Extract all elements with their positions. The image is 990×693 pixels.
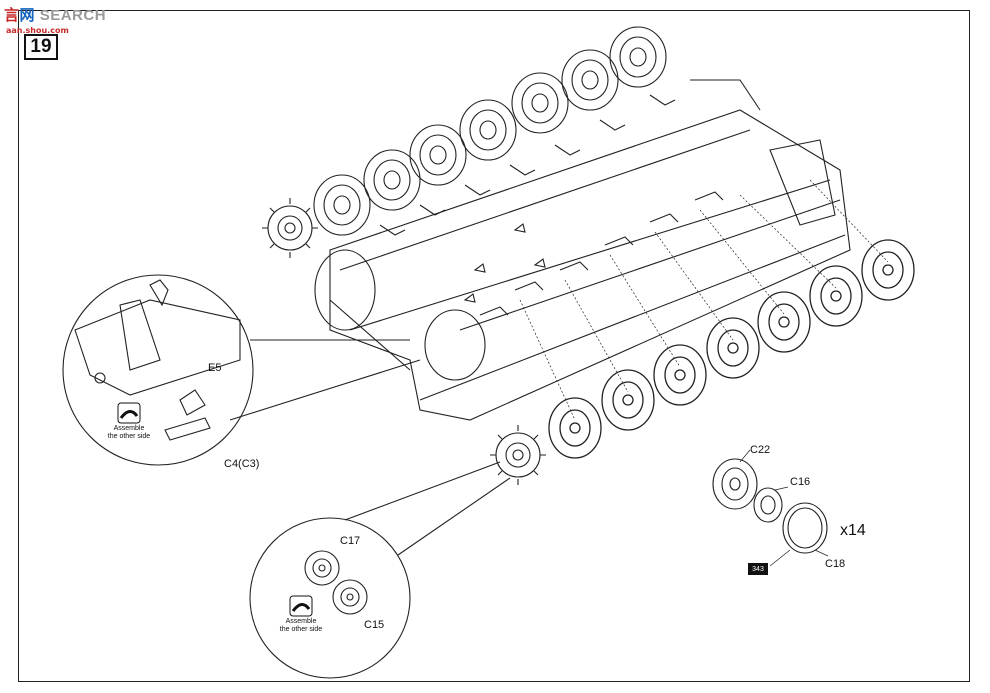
hull-front-curve (314, 249, 376, 331)
label-c18: C18 (825, 558, 846, 570)
far-side-road-wheels (313, 26, 667, 236)
callout-circle-left (62, 274, 254, 466)
callout-sprocket-c17 (304, 550, 340, 586)
callout-sprocket-c15 (332, 579, 368, 615)
callout-circle-bottom (249, 517, 411, 679)
label-c17: C17 (340, 535, 361, 547)
exploded-tire-c18 (782, 502, 828, 554)
note-assemble-other-side-bottom: Assemble the other side (279, 618, 323, 633)
label-c4-c3: C4(C3) (224, 458, 260, 470)
instruction-frame (18, 10, 970, 682)
part-number-badge: 343 (748, 563, 768, 575)
lower-drive-sprocket (490, 425, 546, 485)
watermark-url: aan.shou.com (6, 26, 69, 35)
assemble-other-side-icon-left (117, 402, 141, 424)
quantity-multiplier: x14 (840, 522, 866, 539)
label-c15: C15 (364, 619, 385, 631)
step-number-badge: 19 (24, 34, 58, 60)
watermark: 言网 SEARCH (4, 6, 107, 24)
near-side-road-wheels (548, 239, 915, 459)
assemble-other-side-icon-bottom (289, 595, 313, 617)
exploded-hub-c16 (753, 487, 783, 523)
label-c16: C16 (790, 476, 811, 488)
upper-drive-sprocket (262, 198, 318, 258)
label-e5: E5 (208, 362, 222, 374)
far-side-suspension-arms (379, 94, 676, 236)
exploded-wheel-c22 (712, 458, 758, 510)
near-side-suspension-arms (479, 191, 724, 316)
label-c22: C22 (750, 444, 771, 456)
note-assemble-other-side-left: Assemble the other side (107, 425, 151, 440)
hull-body (329, 109, 851, 421)
